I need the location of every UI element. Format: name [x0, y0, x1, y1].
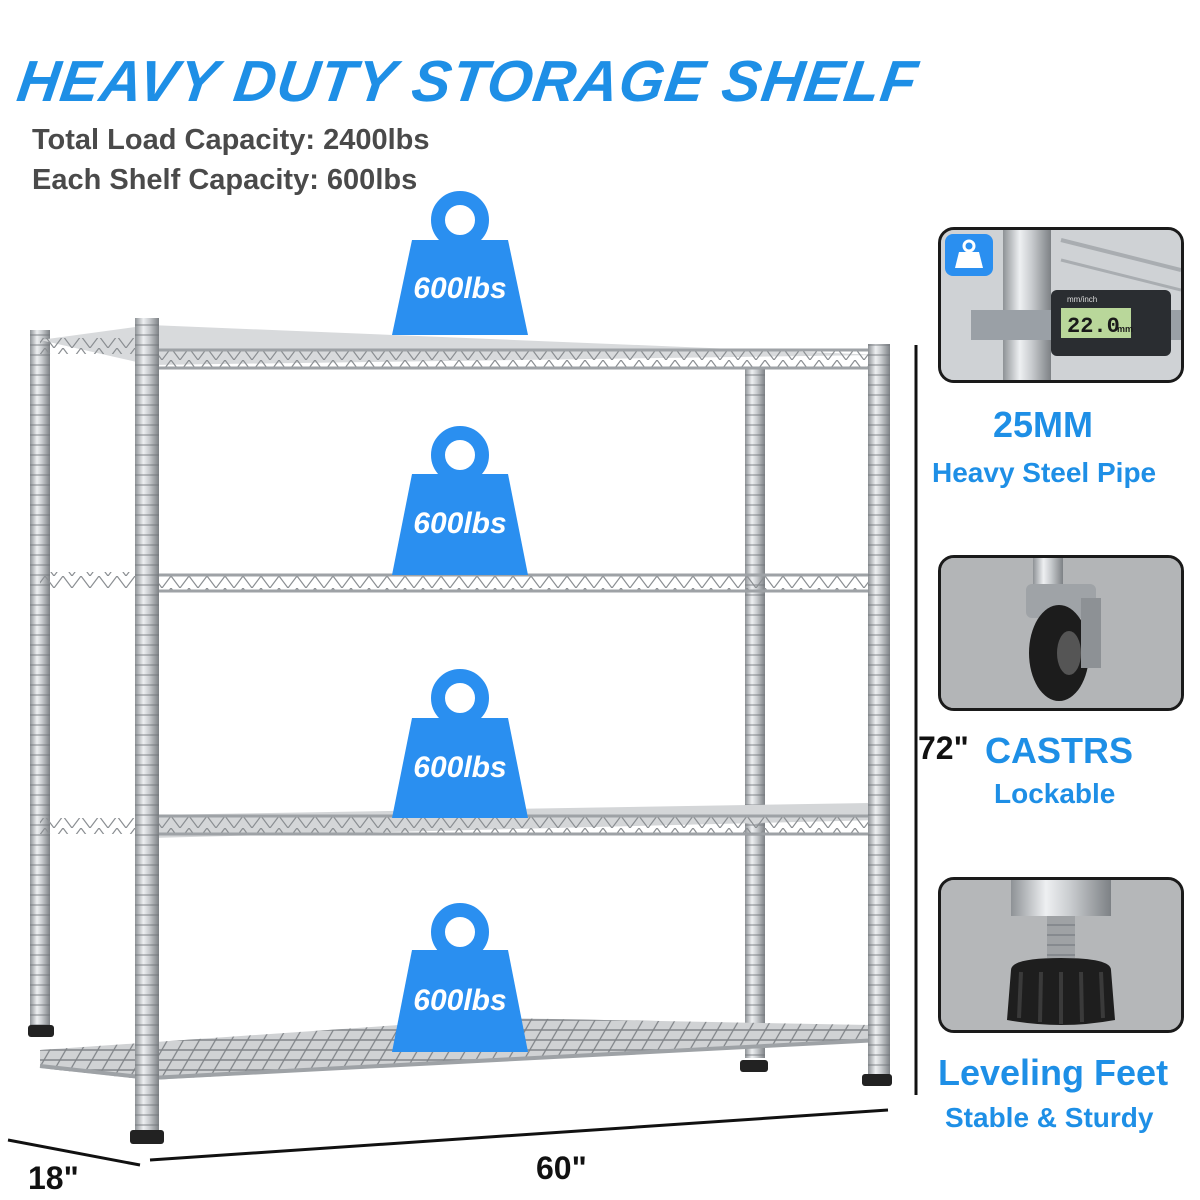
back-right-pole — [745, 368, 765, 1058]
caliper-readout: 22.0 — [1067, 314, 1120, 339]
feature-subtitle-pipe: Heavy Steel Pipe — [932, 457, 1157, 488]
weight-icon-3: 600lbs — [392, 669, 528, 818]
weight-icon-1: 600lbs — [392, 191, 528, 335]
front-right-pole — [868, 344, 890, 1079]
feature-subtitle-leveling: Stable & Sturdy — [945, 1102, 1154, 1133]
width-dimension-label: 60" — [536, 1150, 587, 1186]
weight-icon-4: 600lbs — [392, 903, 528, 1052]
shelf-level-1 — [40, 325, 880, 370]
feature-thumb-caster — [938, 555, 1184, 711]
weight-label-3: 600lbs — [413, 751, 506, 784]
caliper-icon: 22.0 mm mm/inch — [941, 230, 1181, 380]
shelf-level-3 — [40, 803, 880, 838]
caliper-scale-label: mm/inch — [1067, 295, 1097, 304]
feature-subtitle-caster: Lockable — [994, 778, 1116, 809]
caster-wheel-icon — [941, 558, 1181, 708]
weight-icon-2: 600lbs — [392, 426, 528, 575]
feature-title-caster: CASTRS — [985, 730, 1134, 771]
back-left-pole — [30, 330, 50, 1030]
width-dimension-line — [149, 1108, 889, 1162]
feature-thumb-pipe: 22.0 mm mm/inch — [938, 227, 1184, 383]
feature-title-leveling: Leveling Feet — [938, 1052, 1169, 1093]
weight-label-1: 600lbs — [413, 272, 506, 305]
height-dimension-label: 72" — [918, 730, 969, 766]
weight-label-4: 600lbs — [413, 984, 506, 1017]
depth-dimension-label: 18" — [28, 1160, 79, 1196]
leveling-foot-icon — [941, 880, 1181, 1030]
total-capacity-text: Total Load Capacity: 2400lbs — [32, 124, 430, 156]
shelf-capacity-text: Each Shelf Capacity: 600lbs — [32, 164, 418, 196]
feature-title-pipe: 25MM — [993, 404, 1094, 445]
weight-label-2: 600lbs — [413, 507, 506, 540]
caliper-unit: mm — [1117, 324, 1133, 334]
depth-dimension-line — [7, 1138, 141, 1167]
feature-thumb-leveling — [938, 877, 1184, 1033]
front-left-pole — [135, 318, 159, 1138]
leveling-feet — [28, 1025, 892, 1144]
